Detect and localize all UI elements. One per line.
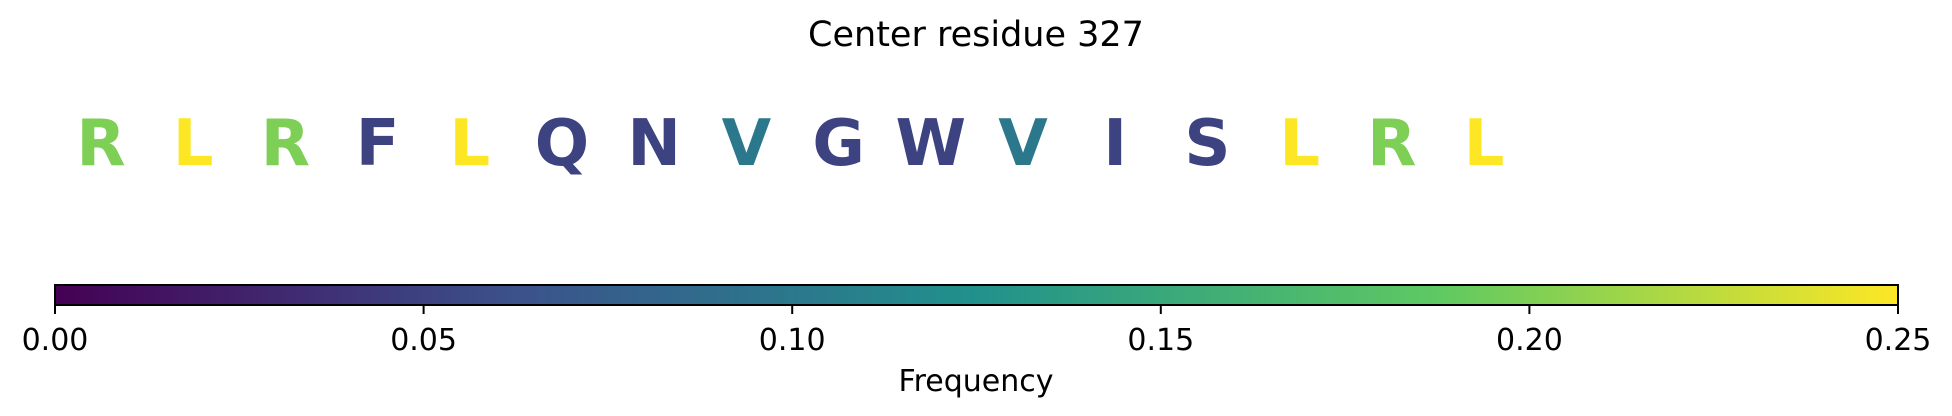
residue-letter: L <box>449 107 490 181</box>
residue-letter: L <box>173 107 214 181</box>
residue-letter: W <box>896 107 967 181</box>
residue-letter: L <box>1464 107 1505 181</box>
residue-letter: L <box>1279 107 1320 181</box>
colorbar-tick-label: 0.00 <box>22 323 89 358</box>
residue-letter: I <box>1103 107 1127 181</box>
colorbar: 0.00 0.05 0.10 0.15 0.20 0.25 Frequency <box>22 284 1932 399</box>
residue-letter: S <box>1184 107 1230 181</box>
colorbar-tick-label: 0.05 <box>390 323 457 358</box>
residue-letter: G <box>812 107 865 181</box>
colorbar-tick-label: 0.10 <box>759 323 826 358</box>
colorbar-tick-label: 0.25 <box>1865 323 1932 358</box>
colorbar-gradient <box>54 284 1899 306</box>
colorbar-tick-label: 0.20 <box>1496 323 1563 358</box>
residue-letter: N <box>627 107 681 181</box>
residue-letter: R <box>76 107 125 181</box>
residue-letter: R <box>1367 107 1416 181</box>
residue-letter: F <box>356 107 400 181</box>
colorbar-ticks: 0.00 0.05 0.10 0.15 0.20 0.25 <box>22 305 1932 358</box>
residue-letter: V <box>722 107 772 181</box>
residue-letter: V <box>998 107 1048 181</box>
colorbar-label: Frequency <box>899 364 1054 399</box>
chart-title: Center residue 327 <box>808 15 1144 55</box>
residue-letter: R <box>261 107 310 181</box>
colorbar-tick-label: 0.15 <box>1127 323 1194 358</box>
residue-letter: Q <box>535 107 589 181</box>
